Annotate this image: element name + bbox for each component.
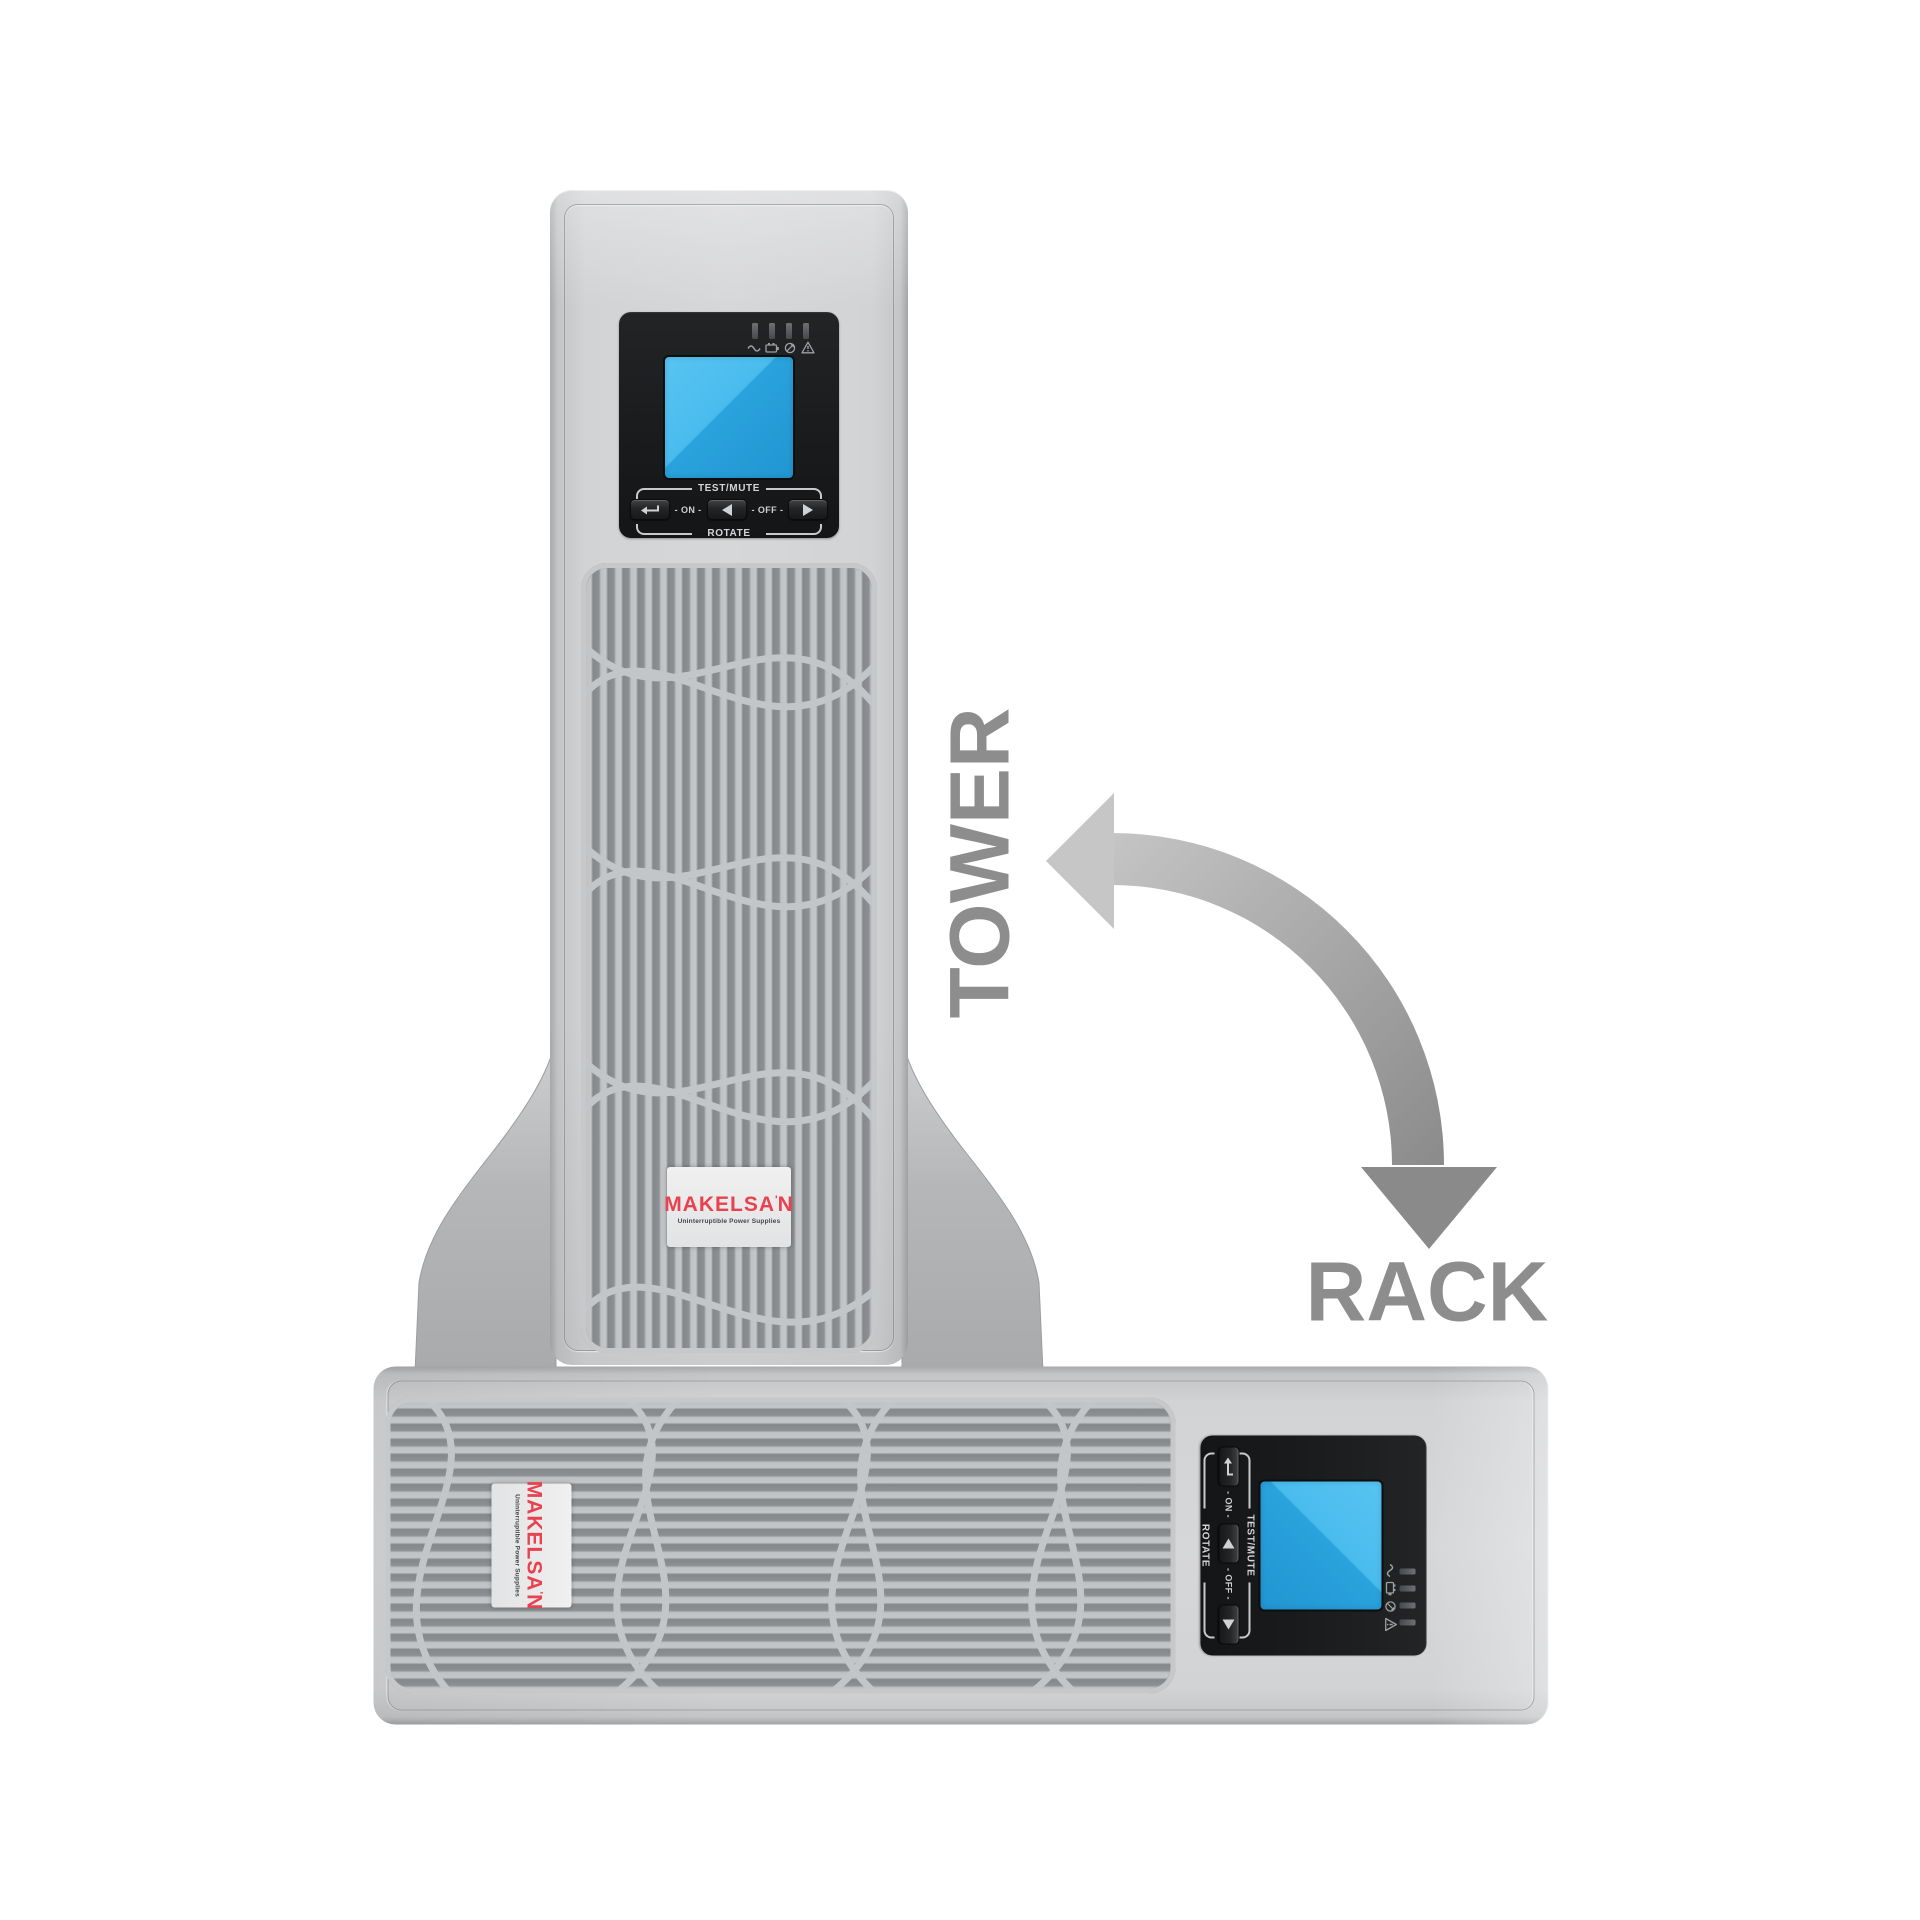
bypass-icon xyxy=(784,342,796,354)
led-indicator-bars xyxy=(1399,1568,1416,1626)
next-button[interactable] xyxy=(1218,1604,1240,1645)
test-mute-label: TEST/MUTE xyxy=(697,483,761,494)
arrow-band xyxy=(1112,833,1444,1165)
battery-icon xyxy=(1385,1581,1396,1596)
test-mute-bracket: TEST/MUTE xyxy=(619,483,839,499)
on-label: - ON - xyxy=(674,504,702,515)
rotate-bracket: ROTATE xyxy=(619,524,839,539)
rotate-label: ROTATE xyxy=(707,528,751,539)
next-button[interactable] xyxy=(788,499,829,520)
panel-buttons: - ON - - OFF - xyxy=(1218,1436,1240,1656)
lcd-screen xyxy=(665,357,793,478)
led-bar xyxy=(752,323,758,339)
led-bar xyxy=(1399,1619,1416,1626)
alarm-icon xyxy=(1385,1617,1397,1632)
led-bar xyxy=(1399,1602,1416,1609)
ventilation-grille: MAKELSA'N Uninterruptible Power Supplies xyxy=(385,1397,1176,1694)
test-mute-bracket: TEST/MUTE xyxy=(1239,1436,1256,1656)
bypass-icon xyxy=(1385,1601,1396,1612)
off-label: - OFF - xyxy=(751,504,784,515)
enter-button[interactable] xyxy=(629,499,670,520)
ac-line-icon xyxy=(747,345,761,352)
grille-wave-pattern xyxy=(586,642,872,1326)
battery-icon xyxy=(765,343,779,353)
ac-line-icon xyxy=(1386,1563,1394,1578)
control-panel: TEST/MUTE - ON - - OFF - xyxy=(619,312,839,539)
led-status-icons xyxy=(747,341,815,354)
led-bar xyxy=(803,323,809,339)
ups-body: TEST/MUTE - ON - - OFF - xyxy=(550,190,908,1365)
led-bar xyxy=(1399,1568,1416,1575)
brand-tagline: Uninterruptible Power Supplies xyxy=(514,1494,521,1597)
ventilation-grille: MAKELSA'N Uninterruptible Power Supplies xyxy=(581,563,877,1353)
panel-buttons: - ON - - OFF - xyxy=(619,499,839,520)
right-arrow-icon xyxy=(1223,1619,1235,1630)
brand-tagline: Uninterruptible Power Supplies xyxy=(677,1217,781,1225)
led-status-icons xyxy=(1385,1563,1398,1632)
arrow-head-left xyxy=(1046,793,1114,929)
brand-logo: MAKELSA'N xyxy=(523,1480,546,1611)
arrow-head-down xyxy=(1361,1167,1497,1249)
brand-plate: MAKELSA'N Uninterruptible Power Supplies xyxy=(664,1167,794,1247)
enter-button[interactable] xyxy=(1218,1446,1240,1487)
lcd-screen xyxy=(1260,1481,1382,1610)
ups-tower-unit: TEST/MUTE - ON - - OFF - xyxy=(550,190,908,1365)
left-arrow-icon xyxy=(721,503,732,516)
led-indicator-bars xyxy=(752,323,809,339)
previous-button[interactable] xyxy=(1218,1523,1240,1564)
right-arrow-icon xyxy=(803,503,814,516)
ups-rack-unit: TEST/MUTE - ON - - OFF - xyxy=(373,1366,1549,1725)
brand-logo: MAKELSA'N xyxy=(664,1192,794,1216)
stand-right-foot xyxy=(901,1037,1044,1373)
tower-orientation-label: TOWER xyxy=(932,707,1027,1019)
ups-body: TEST/MUTE - ON - - OFF - xyxy=(373,1366,1549,1725)
rack-orientation-label: RACK xyxy=(1305,1244,1549,1339)
previous-button[interactable] xyxy=(706,499,747,520)
off-label: - OFF - xyxy=(1224,1568,1234,1600)
brand-plate: MAKELSA'N Uninterruptible Power Supplies xyxy=(491,1480,572,1611)
enter-icon xyxy=(640,505,659,514)
rotate-bracket: ROTATE xyxy=(1200,1436,1215,1656)
enter-icon xyxy=(1224,1457,1234,1476)
stand-left-foot xyxy=(414,1037,557,1373)
control-panel: TEST/MUTE - ON - - OFF - xyxy=(1200,1435,1427,1656)
led-bar xyxy=(1399,1585,1416,1592)
led-bar xyxy=(786,323,792,339)
on-label: - ON - xyxy=(1224,1491,1234,1519)
left-arrow-icon xyxy=(1223,1538,1235,1549)
alarm-icon xyxy=(801,341,815,354)
grille-wave-pattern xyxy=(412,1402,1099,1689)
led-bar xyxy=(769,323,775,339)
